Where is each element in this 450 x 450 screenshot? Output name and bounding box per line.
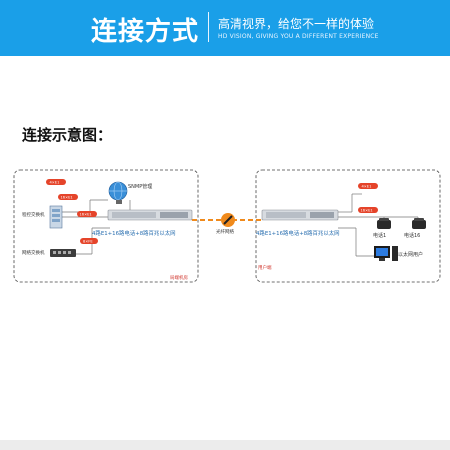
ethernet-user-label: 以太网用户: [398, 251, 423, 258]
left-site-label: 局端机房: [170, 274, 188, 281]
svg-text:16×E1: 16×E1: [361, 209, 373, 213]
left-device-label: 4路E1+16路电话+8路百兆以太网: [92, 229, 176, 237]
network-switch-label: 网络交换机: [22, 249, 45, 256]
svg-text:16×E1: 16×E1: [61, 196, 73, 200]
left-links: [62, 199, 131, 255]
right-badge-1: 4×E1: [358, 183, 378, 189]
fiber-label: 光纤网络: [216, 228, 234, 235]
banner-subtitle: HD VISION, GIVING YOU A DIFFERENT EXPERI…: [218, 33, 379, 40]
left-badge-2: 16×E1: [58, 194, 78, 200]
svg-text:4×E1: 4×E1: [362, 185, 372, 189]
banner-tagline: 高清视界，给您不一样的体验: [218, 17, 375, 31]
svg-text:16×E1: 16×E1: [80, 213, 92, 217]
banner-divider: [208, 12, 209, 42]
ethernet-user-computer-icon: [374, 246, 398, 261]
network-switch-icon: [50, 249, 76, 257]
connection-diagram: 程控交换机 网络交换机 SNMP管理 4路E1+16路电话+8路百兆以太网 局端…: [13, 169, 441, 283]
left-badge-4: 8×FE: [80, 238, 98, 244]
bottom-band: [0, 440, 450, 450]
fiber-icon-mark: [223, 215, 233, 225]
phone-1-icon: [377, 218, 391, 229]
right-device-label: 4路E1+16路电话+8路百兆以太网: [256, 229, 340, 237]
snmp-label: SNMP管理: [128, 183, 152, 190]
left-multiplexer: [107, 209, 193, 221]
left-site-frame: [13, 169, 199, 283]
section-heading: 连接示意图：: [22, 126, 113, 144]
left-badge-3: 16×E1: [77, 211, 97, 217]
phone-16-label: 电话16: [404, 232, 420, 239]
left-badge-1: 4×E1: [46, 179, 66, 185]
banner-title: 连接方式: [91, 17, 200, 47]
snmp-globe-icon: [108, 181, 128, 204]
right-site-label: 用户端: [258, 264, 272, 271]
header-banner: 连接方式 高清视界，给您不一样的体验 HD VISION, GIVING YOU…: [0, 0, 450, 56]
pbx-icon: [49, 205, 63, 229]
phone-1-label: 电话1: [373, 232, 386, 239]
svg-text:8×FE: 8×FE: [83, 240, 93, 244]
right-multiplexer: [261, 209, 339, 221]
right-badge-2: 16×E1: [358, 207, 378, 213]
svg-text:4×E1: 4×E1: [50, 181, 60, 185]
phone-16-icon: [412, 218, 426, 229]
right-site-frame: [255, 169, 441, 283]
pbx-label: 程控交换机: [22, 211, 45, 218]
